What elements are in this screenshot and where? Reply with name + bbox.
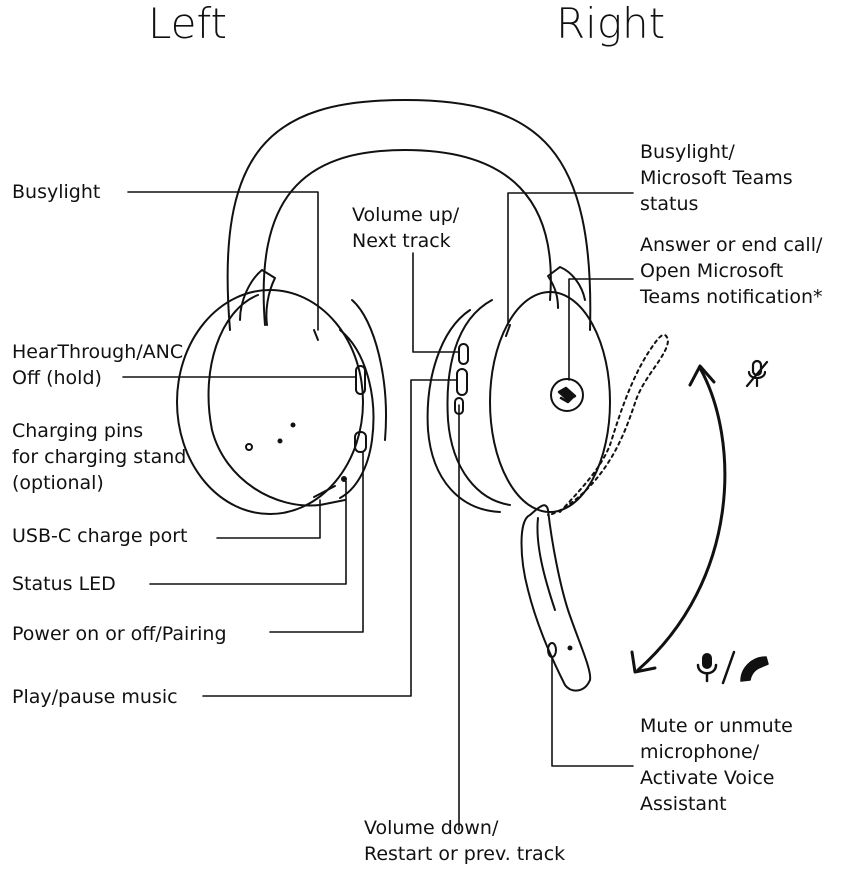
label-usbc-port: USB-C charge port (12, 525, 188, 547)
label-hearthrough: HearThrough/ANC Off (hold) (12, 341, 184, 389)
right-busylight-mark (506, 325, 510, 336)
label-busylight-left: Busylight (12, 181, 101, 203)
right-side-title: Right (556, 0, 666, 48)
left-busylight-mark (314, 330, 318, 340)
microphone-boom (522, 335, 669, 691)
right-earcup (428, 292, 610, 512)
usb-c-port (314, 486, 335, 497)
left-side-title: Left (148, 0, 228, 48)
label-play-pause: Play/pause music (12, 686, 178, 708)
headband (228, 100, 591, 330)
play-pause-button (457, 369, 467, 395)
power-button (355, 432, 366, 452)
label-volume-down: Volume down/ Restart or prev. track (364, 817, 566, 865)
label-busylight-right: Busylight/ Microsoft Teams status (640, 141, 793, 215)
hearthrough-button (356, 366, 365, 394)
label-mute-mic: Mute or unmute microphone/ Activate Voic… (640, 715, 793, 815)
charging-pin-3 (292, 424, 295, 427)
label-power-pairing: Power on or off/Pairing (12, 623, 227, 645)
mic-led (569, 647, 572, 650)
label-charging-pins: Charging pins for charging stand (option… (12, 420, 187, 494)
phone-icon (741, 657, 768, 681)
status-led (342, 477, 346, 481)
label-volume-up: Volume up/ Next track (352, 204, 460, 252)
volume-up-button (459, 344, 468, 364)
muted-mic-icon (747, 361, 767, 386)
teams-logo-icon (559, 388, 575, 402)
label-answer-call: Answer or end call/ Open Microsoft Teams… (640, 234, 823, 308)
label-status-led: Status LED (12, 573, 116, 595)
mic-icon (698, 653, 716, 681)
leader-lines (123, 192, 633, 830)
teams-button (551, 379, 583, 411)
charging-pin-2 (279, 440, 282, 443)
double-arrow-icon (632, 366, 725, 672)
left-earcup (177, 290, 386, 514)
separator-slash (723, 652, 734, 683)
charging-pin-1 (246, 444, 252, 450)
